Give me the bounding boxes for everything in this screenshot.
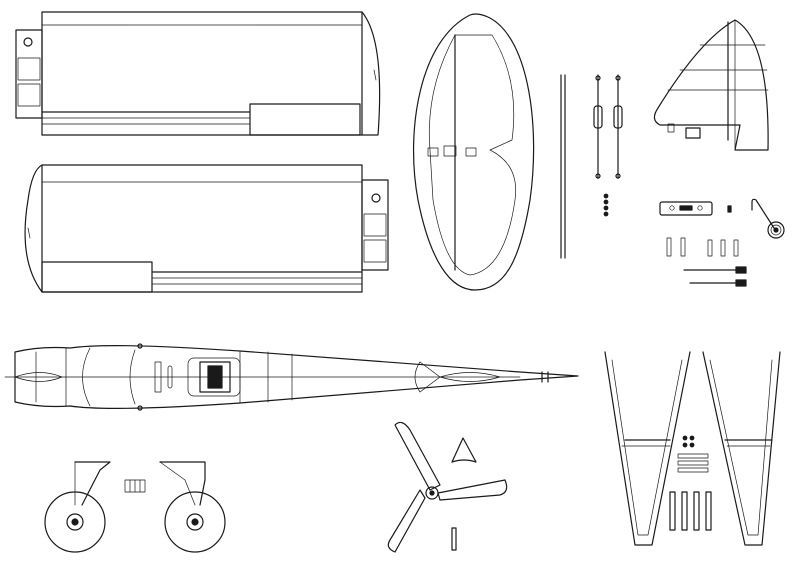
- propeller: [387, 421, 508, 553]
- fuselage: [4, 343, 579, 411]
- tail-wheel: [751, 198, 785, 239]
- servo-hatch: [41, 261, 153, 293]
- axle-hardware: [124, 479, 146, 493]
- tail-hardware: [659, 198, 785, 287]
- vertical-fin-rudder: [653, 19, 769, 151]
- strut-hardware: [669, 435, 712, 531]
- wing-panel-right: [15, 11, 381, 136]
- pushrod: [560, 74, 566, 259]
- wing-joiner-box: [361, 179, 389, 271]
- mounting-plate: [659, 201, 713, 216]
- prop-bolt: [451, 527, 457, 551]
- float-struts: [604, 351, 781, 546]
- bolts: [666, 237, 739, 257]
- main-wheel-right: [159, 461, 226, 553]
- servo-hatch: [249, 103, 361, 136]
- wing-panel-left: [24, 164, 389, 293]
- horizontal-stabilizer: [413, 13, 535, 291]
- main-wheel-left: [44, 461, 111, 553]
- spinner: [451, 437, 477, 463]
- wing-joiner-box: [15, 29, 43, 119]
- screws: [603, 193, 609, 217]
- control-linkages: [593, 74, 623, 217]
